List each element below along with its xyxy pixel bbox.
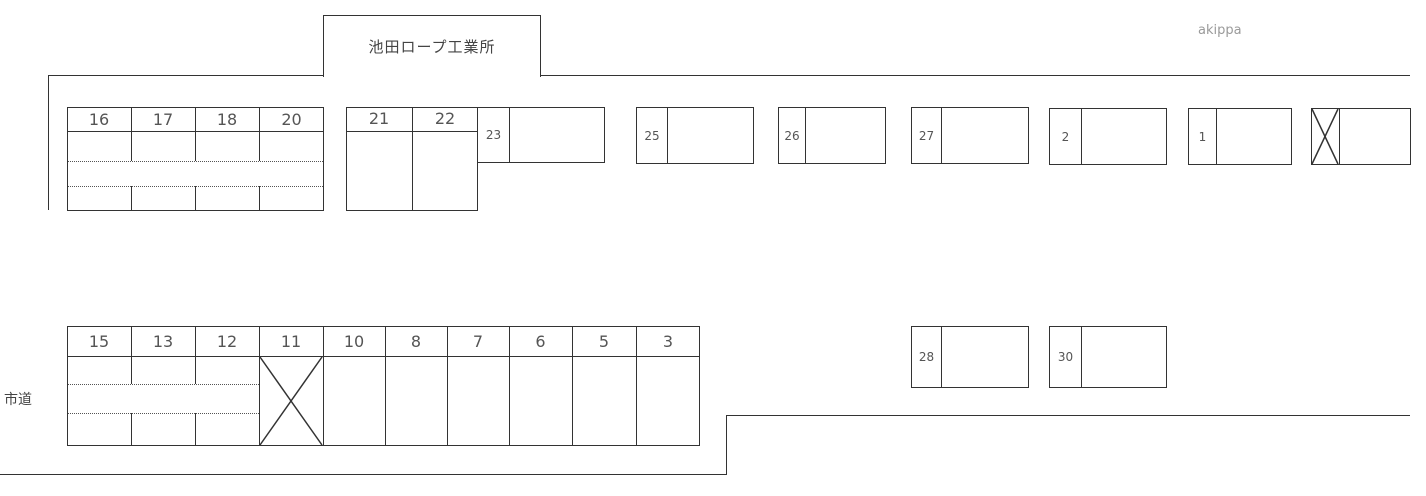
spot-6[interactable]: 6: [535, 331, 546, 351]
spot-divider: [195, 413, 196, 446]
parking-spot-1[interactable]: [1188, 108, 1292, 165]
bottom-right-boundary-wall: [726, 415, 1410, 416]
spot-number-divider: [1081, 108, 1082, 165]
left-boundary-wall: [48, 75, 49, 210]
spot-17[interactable]: 17: [152, 109, 174, 129]
spot-15[interactable]: 15: [88, 331, 110, 351]
aisle-dotted-line: [68, 413, 259, 414]
building-label: 池田ロープ工業所: [368, 38, 496, 56]
spot-3[interactable]: 3: [662, 331, 674, 351]
spot-divider: [572, 326, 573, 446]
spot-25-number: 25: [644, 128, 660, 143]
unavailable-x-icon: [1311, 108, 1339, 165]
parking-spot-27[interactable]: [911, 107, 1029, 164]
spot-divider: [259, 326, 260, 446]
spot-divider: [131, 326, 132, 384]
bottom-boundary-wall: [0, 474, 727, 475]
spot-divider: [131, 107, 132, 161]
spot-21[interactable]: 21: [368, 108, 390, 128]
spot-11: 11: [280, 331, 302, 351]
spot-divider: [412, 107, 413, 211]
aisle-dotted-line: [68, 384, 259, 385]
spot-8[interactable]: 8: [410, 331, 422, 351]
brand-label: akippa: [1198, 23, 1242, 38]
spot-12[interactable]: 12: [216, 331, 238, 351]
spot-number-divider: [667, 107, 668, 164]
spot-divider: [447, 326, 448, 446]
spot-28-number: 28: [918, 350, 935, 364]
spot-30-number: 30: [1057, 350, 1074, 364]
spot-divider: [195, 186, 196, 211]
parking-block-bottom: [67, 326, 700, 446]
spot-22[interactable]: 22: [434, 108, 456, 128]
spot-20[interactable]: 20: [281, 109, 302, 129]
spot-13[interactable]: 13: [152, 331, 174, 351]
parking-spot-unavailable: [1311, 108, 1411, 165]
spot-divider: [131, 413, 132, 446]
spot-number-divider: [941, 107, 942, 164]
spot-10[interactable]: 10: [343, 331, 365, 351]
bottom-step-wall: [726, 415, 727, 475]
road-label: 市道: [4, 392, 32, 408]
parking-spot-23[interactable]: [477, 107, 605, 163]
spot-number-divider: [805, 107, 806, 164]
parking-spot-26[interactable]: [778, 107, 886, 164]
spot-7[interactable]: 7: [472, 331, 484, 351]
building-ikeda-rope: 池田ロープ工業所: [323, 15, 541, 77]
spot-23-number: 23: [485, 128, 502, 142]
block-header-divider: [67, 356, 700, 357]
parking-spot-28[interactable]: [911, 326, 1029, 388]
spot-divider: [195, 326, 196, 384]
spot-1-number: 1: [1198, 129, 1207, 144]
spot-16[interactable]: 16: [88, 109, 110, 129]
spot-number-divider: [1339, 108, 1340, 165]
spot-divider: [636, 326, 637, 446]
aisle-dotted-line: [68, 186, 323, 187]
aisle-dotted-line: [68, 161, 323, 162]
top-boundary-wall: [48, 75, 1410, 76]
spot-number-divider: [941, 326, 942, 388]
parking-spot-25[interactable]: [636, 107, 754, 164]
spot-18[interactable]: 18: [216, 109, 238, 129]
spot-divider: [259, 107, 260, 161]
unavailable-x-icon: [259, 356, 323, 446]
spot-divider: [385, 326, 386, 446]
spot-27-number: 27: [918, 128, 935, 143]
parking-spot-2[interactable]: [1049, 108, 1167, 165]
spot-number-divider: [1081, 326, 1082, 388]
spot-divider: [323, 326, 324, 446]
spot-divider: [131, 186, 132, 211]
spot-number-divider: [509, 107, 510, 163]
spot-divider: [259, 186, 260, 211]
spot-divider: [195, 107, 196, 161]
spot-divider: [509, 326, 510, 446]
spot-5[interactable]: 5: [598, 331, 610, 351]
spot-2-number: 2: [1061, 129, 1070, 144]
spot-number-divider: [1216, 108, 1217, 165]
spot-26-number: 26: [784, 128, 800, 143]
parking-spot-30[interactable]: [1049, 326, 1167, 388]
